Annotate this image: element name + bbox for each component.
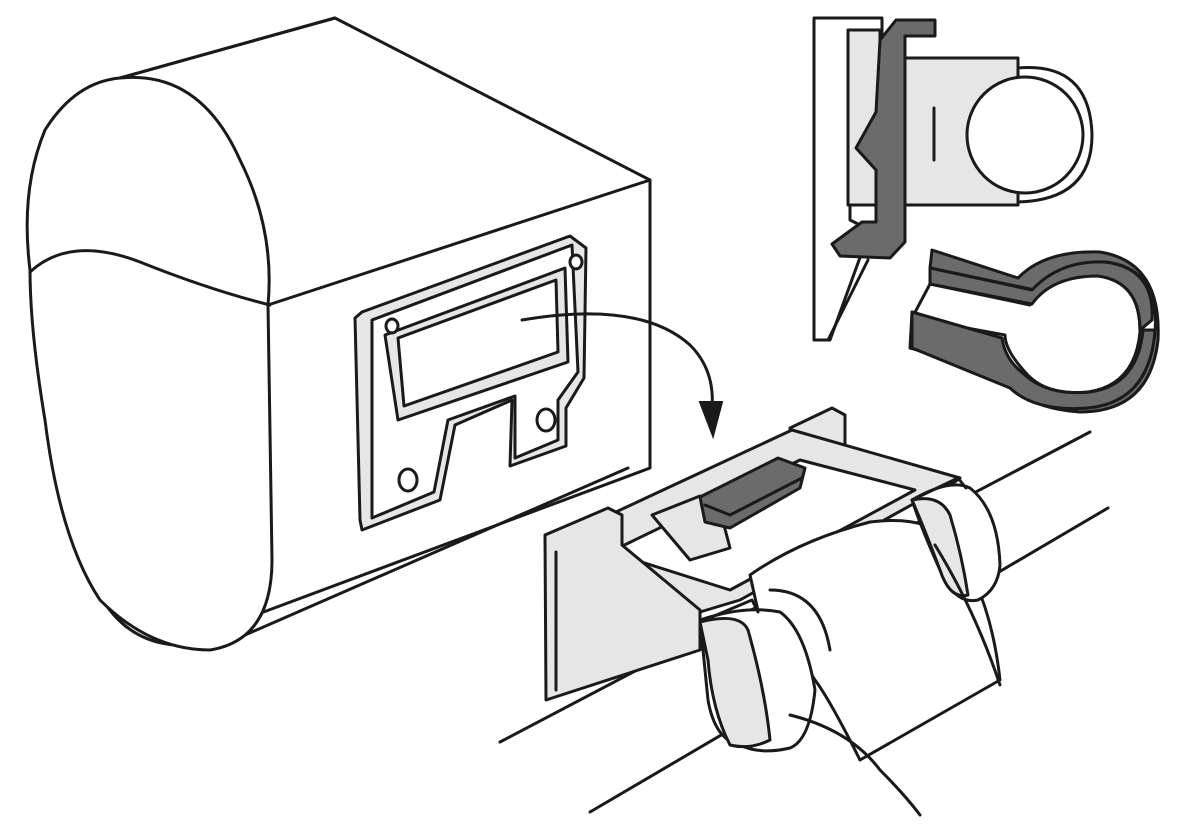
detail-cross-section <box>812 16 1094 342</box>
detail-pipe-circle <box>965 75 1085 195</box>
detail-pointer-line <box>826 258 870 342</box>
pipe-cover-inner <box>768 588 832 652</box>
pipe-contour-right <box>933 543 1002 687</box>
latch-dark-block <box>698 456 807 530</box>
housing-top-edge <box>118 16 337 80</box>
plate-slot-opening <box>396 278 560 408</box>
plate-hole-top-left <box>384 317 400 335</box>
pipe-contour-bottom <box>788 713 922 817</box>
mounting-plate <box>353 234 588 532</box>
arrow-head-icon <box>698 401 724 440</box>
housing-end-seam <box>28 249 272 307</box>
u-clip-band-top <box>928 260 1154 332</box>
plate-hole-bottom-left <box>397 467 419 493</box>
plate-hole-bottom-right <box>535 407 557 433</box>
u-clip <box>908 248 1160 414</box>
latch-line <box>703 476 804 517</box>
plate-hole-top-right <box>568 253 584 271</box>
clamp-ring-near-edge <box>698 598 760 624</box>
bracket-assembly <box>543 406 1002 817</box>
housing <box>25 16 652 652</box>
clamp-ring-near-band <box>698 616 772 749</box>
detail-hook <box>830 18 937 260</box>
housing-lower-edge <box>243 466 630 637</box>
housing-upper-edge <box>266 178 652 307</box>
insertion-arrow <box>520 312 724 440</box>
housing-end-cap <box>25 75 274 652</box>
u-clip-band-bottom <box>910 310 1157 411</box>
clamp-ring-far-band <box>910 497 970 598</box>
bracket-front-wall <box>543 506 702 702</box>
clamp-ring-far-edge <box>910 476 968 502</box>
curved-arrow-icon <box>520 312 714 410</box>
